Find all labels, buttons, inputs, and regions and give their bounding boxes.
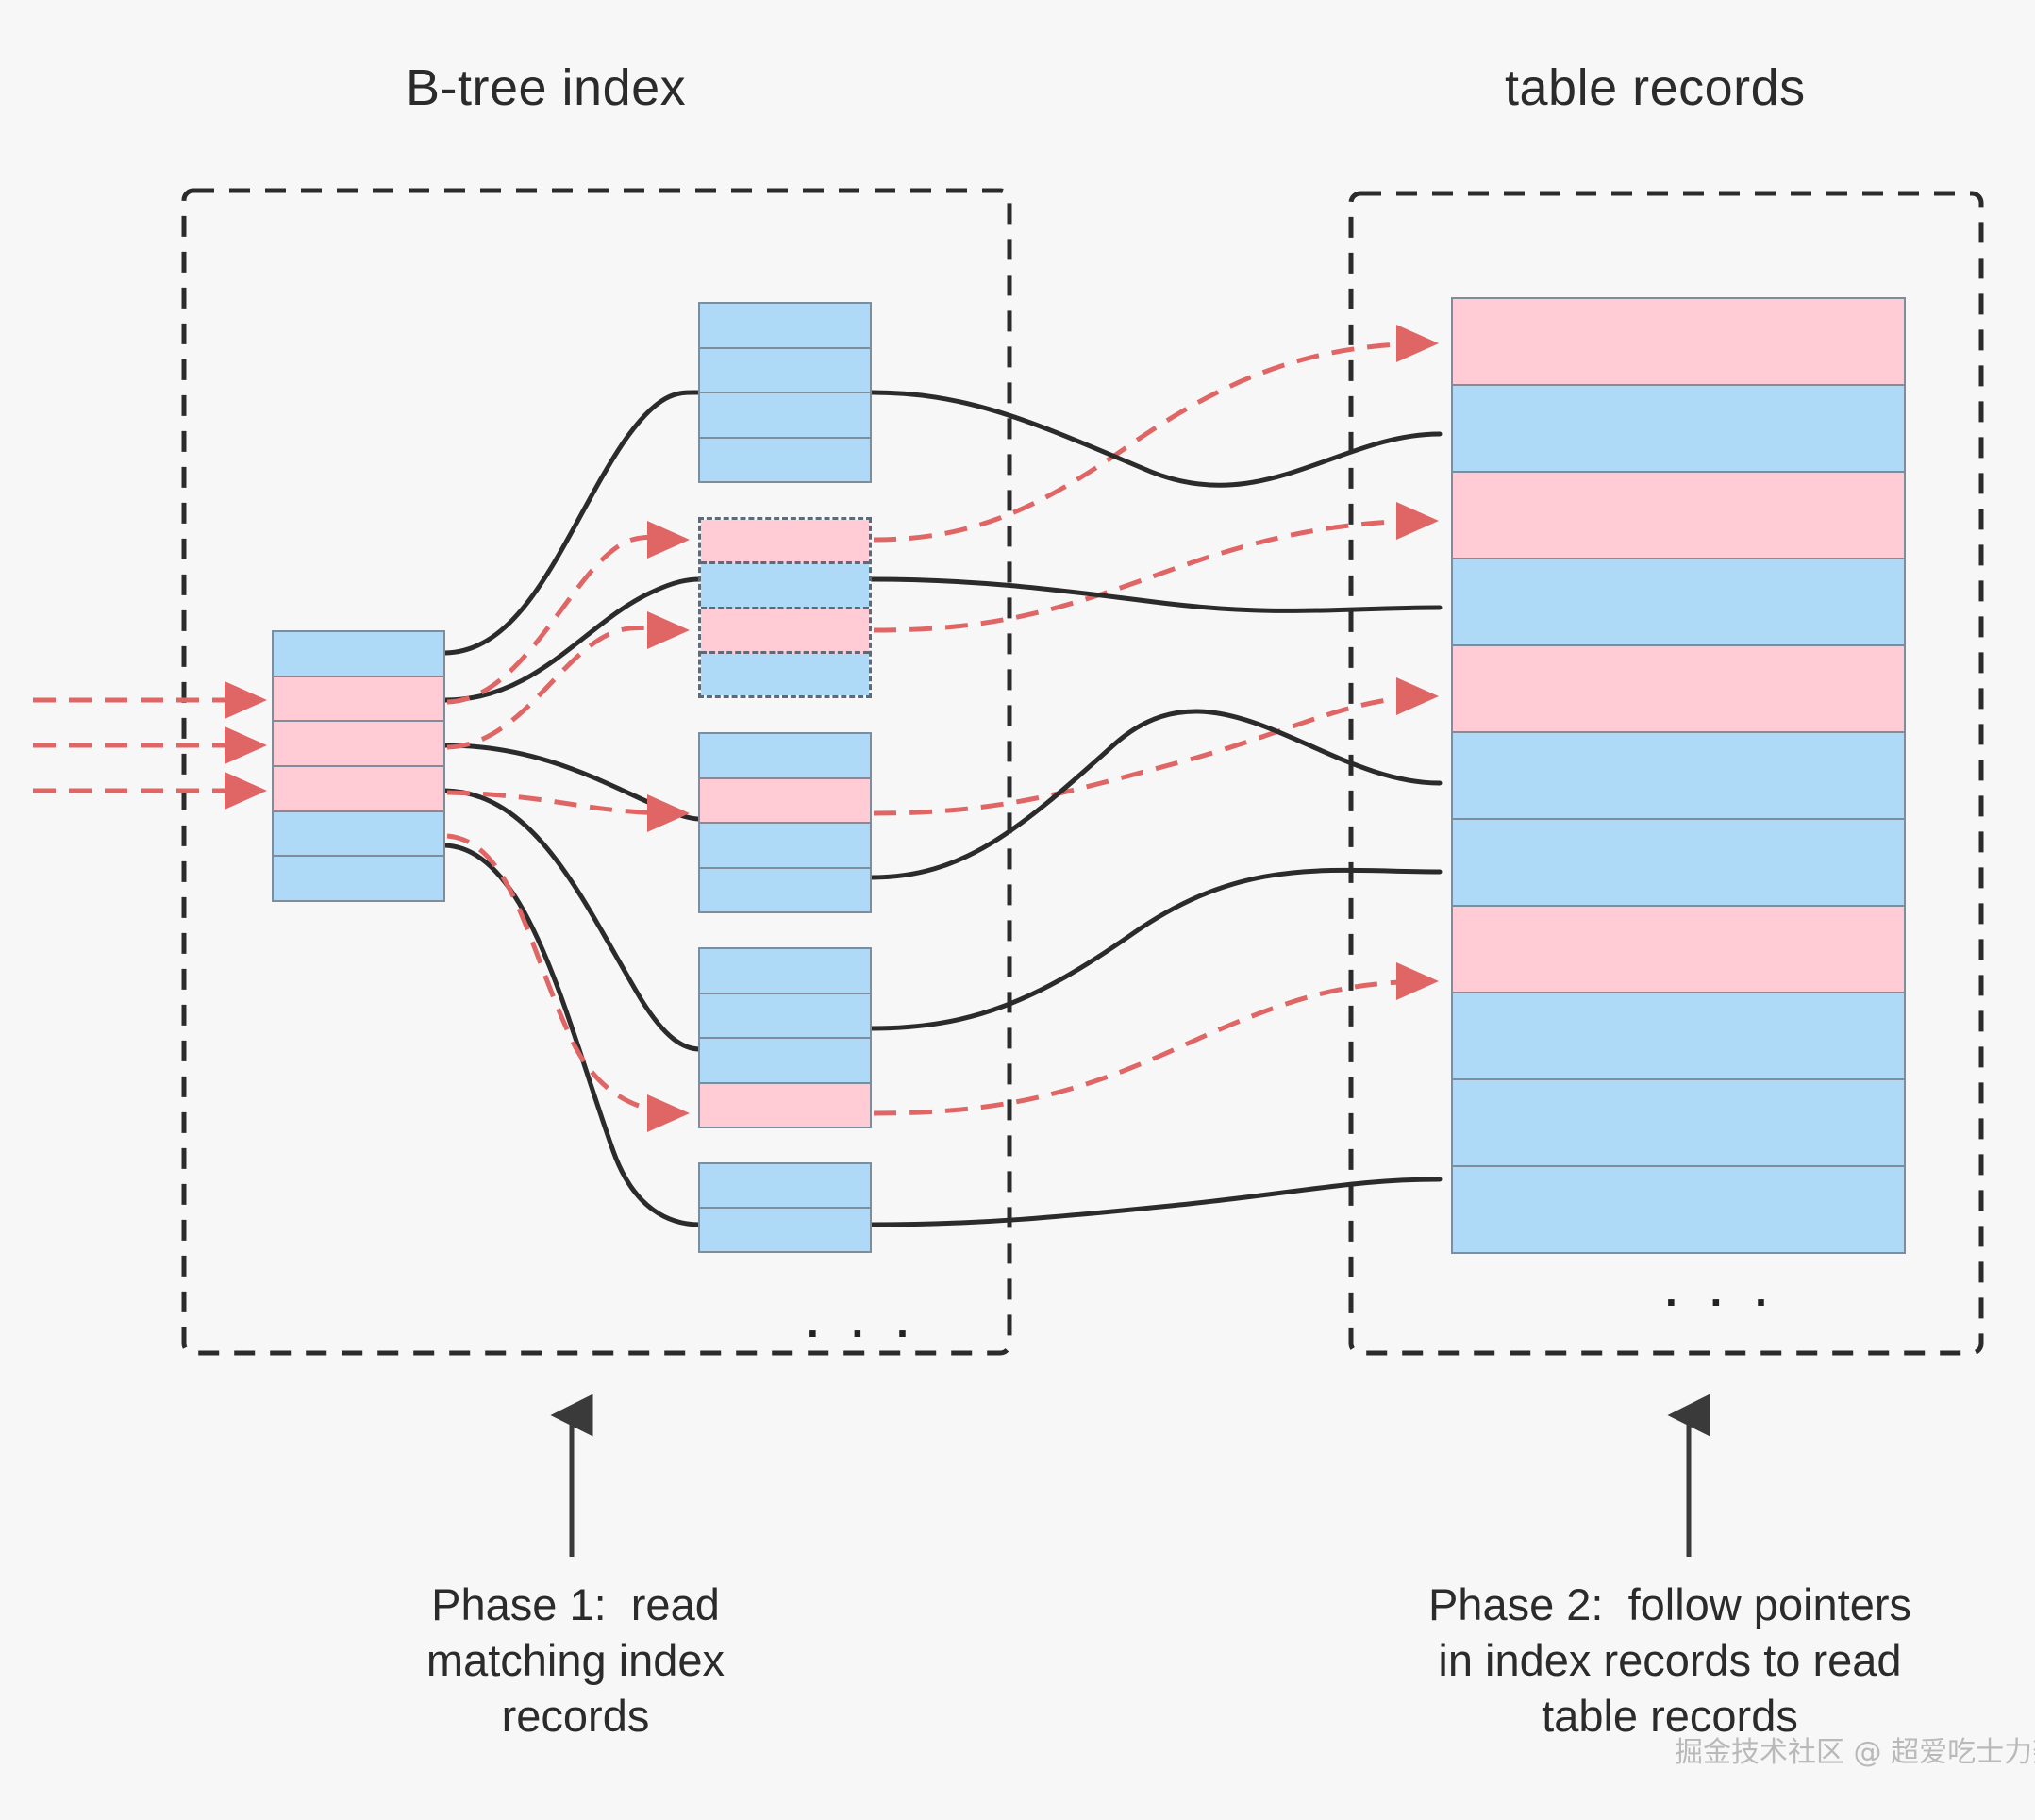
- btree-leaf-node-2[interactable]: [698, 517, 872, 698]
- root-cell-5[interactable]: [274, 811, 443, 858]
- btree-index-region: [181, 188, 1012, 1356]
- leaf4-cell-4[interactable]: [700, 1083, 870, 1127]
- leaf3-cell-1[interactable]: [700, 734, 870, 779]
- root-cell-2[interactable]: [274, 676, 443, 723]
- root-to-leaf-4: [442, 788, 703, 1052]
- incoming-query-arrows: [33, 681, 267, 810]
- btree-leaf-node-5[interactable]: [698, 1162, 872, 1253]
- leaf1-cell-3[interactable]: [700, 393, 870, 439]
- leaf3-cell-4[interactable]: [700, 868, 870, 911]
- root-to-leaf-3: [442, 743, 703, 822]
- leaf2-cell-2[interactable]: [701, 564, 869, 609]
- caption-phase-2: Phase 2: follow pointers in index record…: [1427, 1579, 1912, 1741]
- leaf1-to-table-row2: [869, 390, 1443, 488]
- table-ellipsis: . . .: [1665, 1266, 1777, 1315]
- leaf1-cell-1[interactable]: [700, 304, 870, 349]
- root-to-leaf-1: [442, 390, 703, 656]
- table-row-2[interactable]: [1453, 386, 1904, 473]
- table-row-3[interactable]: [1453, 473, 1904, 559]
- page-title-table-records: table records: [1505, 59, 1806, 116]
- table-row-10[interactable]: [1453, 1080, 1904, 1167]
- leaf3-cell-2[interactable]: [700, 778, 870, 824]
- table-records-node[interactable]: [1451, 297, 1906, 1254]
- leaf2-to-table-row4: [869, 576, 1443, 613]
- root-to-leaf-5: [442, 843, 703, 1227]
- table-row-4[interactable]: [1453, 559, 1904, 646]
- root-cell-4[interactable]: [274, 767, 443, 812]
- table-row-8[interactable]: [1453, 907, 1904, 993]
- root-cell-3[interactable]: [274, 722, 443, 768]
- btree-leaf-node-4[interactable]: [698, 947, 872, 1128]
- table-row-1[interactable]: [1453, 299, 1904, 386]
- leaf4-cell-1[interactable]: [700, 949, 870, 994]
- leaf2c3-to-table-row3: [873, 502, 1439, 633]
- root-cell-6[interactable]: [274, 857, 443, 901]
- traverse-to-leaf2-cell3: [446, 610, 690, 750]
- leaf5-to-table-row11: [869, 1177, 1443, 1227]
- table-row-11[interactable]: [1453, 1167, 1904, 1252]
- leaf4-to-table-row7: [869, 867, 1443, 1031]
- leaf1-cell-2[interactable]: [700, 348, 870, 393]
- root-to-leaf-2: [442, 576, 703, 703]
- leaf4-cell-2[interactable]: [700, 993, 870, 1039]
- traverse-to-leaf3-cell2: [446, 790, 690, 832]
- traverse-to-leaf4-cell4: [446, 833, 690, 1132]
- leaf5-cell-1[interactable]: [700, 1164, 870, 1209]
- root-to-leaf-pointers: [442, 390, 703, 1227]
- table-row-6[interactable]: [1453, 733, 1904, 820]
- table-row-5[interactable]: [1453, 646, 1904, 733]
- index-to-table-arrows: [873, 325, 1439, 1116]
- caption-phase-1: Phase 1: read matching index records: [425, 1579, 726, 1741]
- leaf1-cell-4[interactable]: [700, 438, 870, 481]
- leaf2-cell-3[interactable]: [701, 609, 869, 654]
- leaf5-cell-2[interactable]: [700, 1209, 870, 1251]
- phase-up-arrows: [550, 1394, 1710, 1557]
- traverse-to-leaf2-cell1: [446, 520, 690, 705]
- table-records-region: [1348, 191, 1984, 1356]
- index-traversal-arrows: [446, 520, 690, 1132]
- table-row-9[interactable]: [1453, 993, 1904, 1080]
- btree-leaf-node-3[interactable]: [698, 732, 872, 913]
- btree-leaf-node-1[interactable]: [698, 302, 872, 483]
- leaf-to-table-pointers: [869, 390, 1443, 1227]
- page-title-btree-index: B-tree index: [406, 59, 687, 116]
- leaf2-cell-4[interactable]: [701, 653, 869, 695]
- leaf3-to-table-row6: [869, 709, 1443, 880]
- watermark: 掘金技术社区 @ 超爱吃士力架: [1675, 1736, 2035, 1769]
- btree-root-node[interactable]: [272, 630, 445, 902]
- leaf3-cell-3[interactable]: [700, 824, 870, 869]
- leaf2c1-to-table-row1: [873, 325, 1439, 543]
- leaf4-cell-3[interactable]: [700, 1039, 870, 1084]
- index-ellipsis: . . .: [807, 1297, 919, 1346]
- root-cell-1[interactable]: [274, 632, 443, 677]
- table-row-7[interactable]: [1453, 820, 1904, 907]
- leaf2-cell-1[interactable]: [701, 520, 869, 565]
